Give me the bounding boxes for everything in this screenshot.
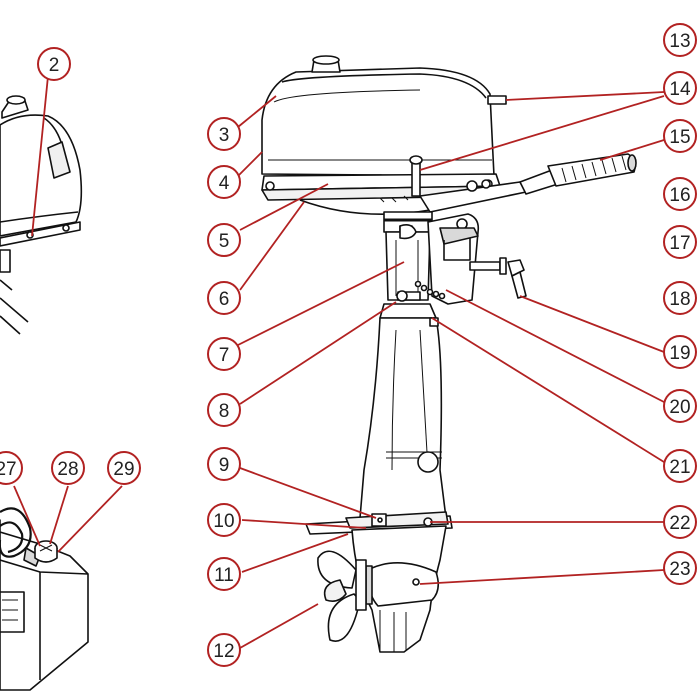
callout-13: 13 (663, 23, 697, 57)
callout-21-label: 21 (669, 457, 690, 478)
leader-10 (241, 519, 367, 529)
callout-9-label: 9 (219, 455, 230, 476)
callout-11-label: 11 (214, 565, 234, 586)
callout-13-label: 13 (669, 31, 690, 52)
callout-7-label: 7 (219, 345, 230, 366)
callout-18: 18 (663, 281, 697, 315)
fuel-tank (0, 507, 89, 691)
callout-12-label: 12 (213, 641, 234, 662)
callout-20-label: 20 (669, 397, 690, 418)
tiller-handle (419, 153, 637, 213)
leader-27 (13, 485, 41, 547)
callout-12: 12 (207, 633, 241, 667)
callout-5: 5 (207, 223, 241, 257)
callout-7: 7 (207, 337, 241, 371)
leader-2 (31, 75, 49, 237)
friction-pin (379, 155, 491, 203)
callout-2-label: 2 (49, 55, 60, 76)
callout-8: 8 (207, 393, 241, 427)
callout-14-label: 14 (669, 79, 691, 100)
callouts: 2 3 4 5 6 7 8 9 (0, 23, 697, 667)
callout-6: 6 (207, 281, 241, 315)
callout-22-label: 22 (669, 513, 690, 534)
leader-4 (237, 151, 263, 177)
callout-3: 3 (207, 117, 241, 151)
leader-3 (237, 95, 277, 128)
callout-16: 16 (663, 177, 697, 211)
callout-4: 4 (207, 165, 241, 199)
leader-29 (57, 485, 123, 553)
callout-29-label: 29 (113, 459, 134, 480)
top-cowling (261, 55, 507, 177)
leader-19 (519, 295, 665, 353)
shaft-housing (359, 303, 447, 519)
callout-10: 10 (207, 503, 241, 537)
left-motor-partial (0, 95, 83, 335)
callout-16-label: 16 (669, 185, 690, 206)
callout-22: 22 (663, 505, 697, 539)
callout-5-label: 5 (219, 231, 230, 252)
callout-21: 21 (663, 449, 697, 483)
callout-2: 2 (37, 47, 71, 81)
leader-28 (49, 485, 69, 545)
leader-13 (505, 91, 665, 101)
leader-5 (239, 183, 329, 231)
callout-10-label: 10 (213, 511, 234, 532)
leader-6 (239, 201, 305, 291)
callout-27: 27 (0, 451, 23, 485)
main-motor (261, 55, 637, 653)
leader-12 (239, 603, 319, 649)
leader-23 (419, 569, 665, 585)
leader-15 (599, 139, 665, 161)
propeller (317, 550, 367, 642)
leader-9 (239, 467, 377, 519)
leader-8 (239, 301, 397, 405)
callout-17: 17 (663, 225, 697, 259)
callout-23-label: 23 (669, 559, 690, 580)
anti-cavitation-plate (305, 511, 453, 535)
leader-14 (419, 95, 665, 171)
leader-7 (235, 261, 405, 347)
callout-20: 20 (663, 389, 697, 423)
callout-19: 19 (663, 335, 697, 369)
callout-4-label: 4 (219, 173, 230, 194)
callout-11: 11 (207, 557, 241, 591)
callout-9: 9 (207, 447, 241, 481)
callout-8-label: 8 (219, 401, 230, 422)
callout-15: 15 (663, 119, 697, 153)
leader-21 (431, 317, 665, 463)
callout-6-label: 6 (219, 289, 230, 310)
callout-28: 28 (51, 451, 85, 485)
callout-28-label: 28 (57, 459, 78, 480)
callout-19-label: 19 (669, 343, 690, 364)
callout-23: 23 (663, 551, 697, 585)
callout-15-label: 15 (669, 127, 690, 148)
callout-17-label: 17 (669, 233, 690, 254)
callout-18-label: 18 (669, 289, 690, 310)
callout-14: 14 (663, 71, 697, 105)
callout-3-label: 3 (219, 125, 230, 146)
leader-11 (241, 533, 349, 573)
callout-27-label: 27 (0, 459, 17, 480)
leader-lines (13, 75, 665, 649)
callout-29: 29 (107, 451, 141, 485)
clamp-bracket (396, 213, 527, 305)
leader-20 (445, 289, 665, 403)
